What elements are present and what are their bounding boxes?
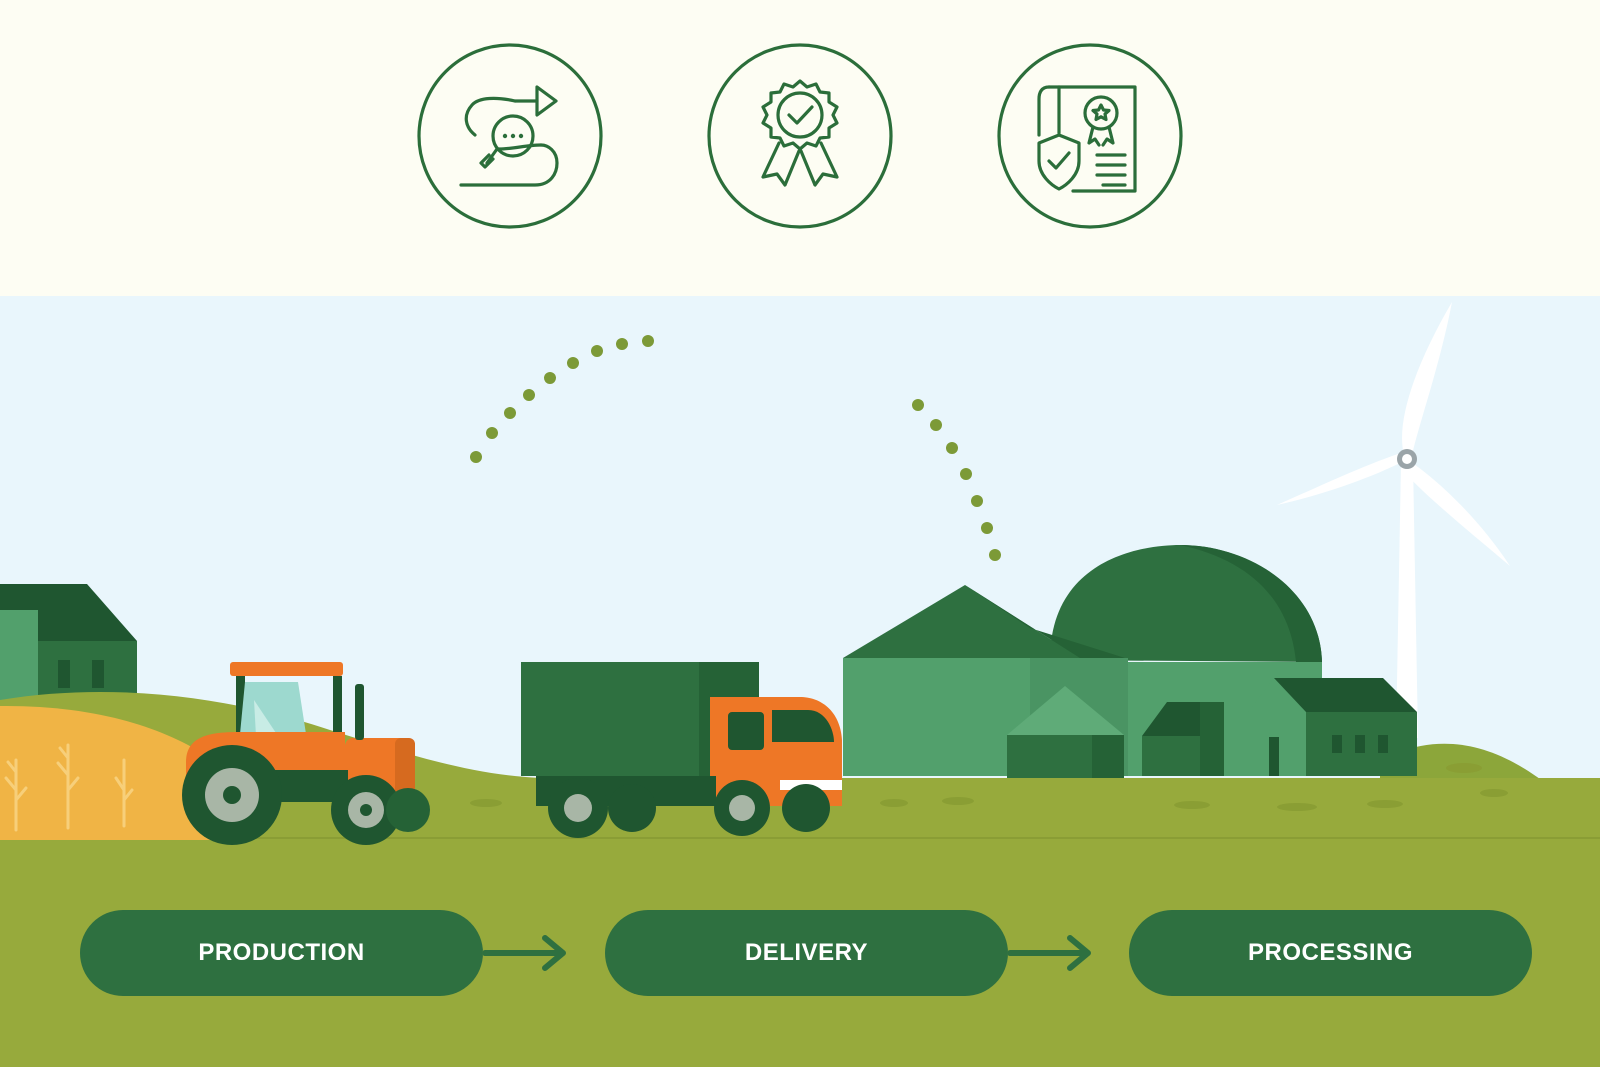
- delivery-truck: [521, 662, 842, 838]
- biogas-plant: [843, 545, 1417, 784]
- quality-award-icon: [707, 43, 893, 229]
- tractor: [182, 662, 430, 845]
- step-processing: PROCESSING: [1129, 910, 1532, 996]
- step-delivery: DELIVERY: [605, 910, 1008, 996]
- consultation-journey-icon: [417, 43, 603, 229]
- grass-patches: [470, 763, 1508, 811]
- wheat-field: [0, 705, 215, 840]
- arrow-right-icon: [1007, 934, 1094, 972]
- dotted-arc-right: [912, 399, 1001, 561]
- wind-turbine: [1277, 302, 1510, 738]
- dotted-arc-left: [470, 335, 654, 463]
- wheat-stalks: [4, 743, 134, 832]
- arrow-right-icon: [482, 934, 569, 972]
- certificate-shield-icon: [997, 43, 1183, 229]
- step-production: PRODUCTION: [80, 910, 483, 996]
